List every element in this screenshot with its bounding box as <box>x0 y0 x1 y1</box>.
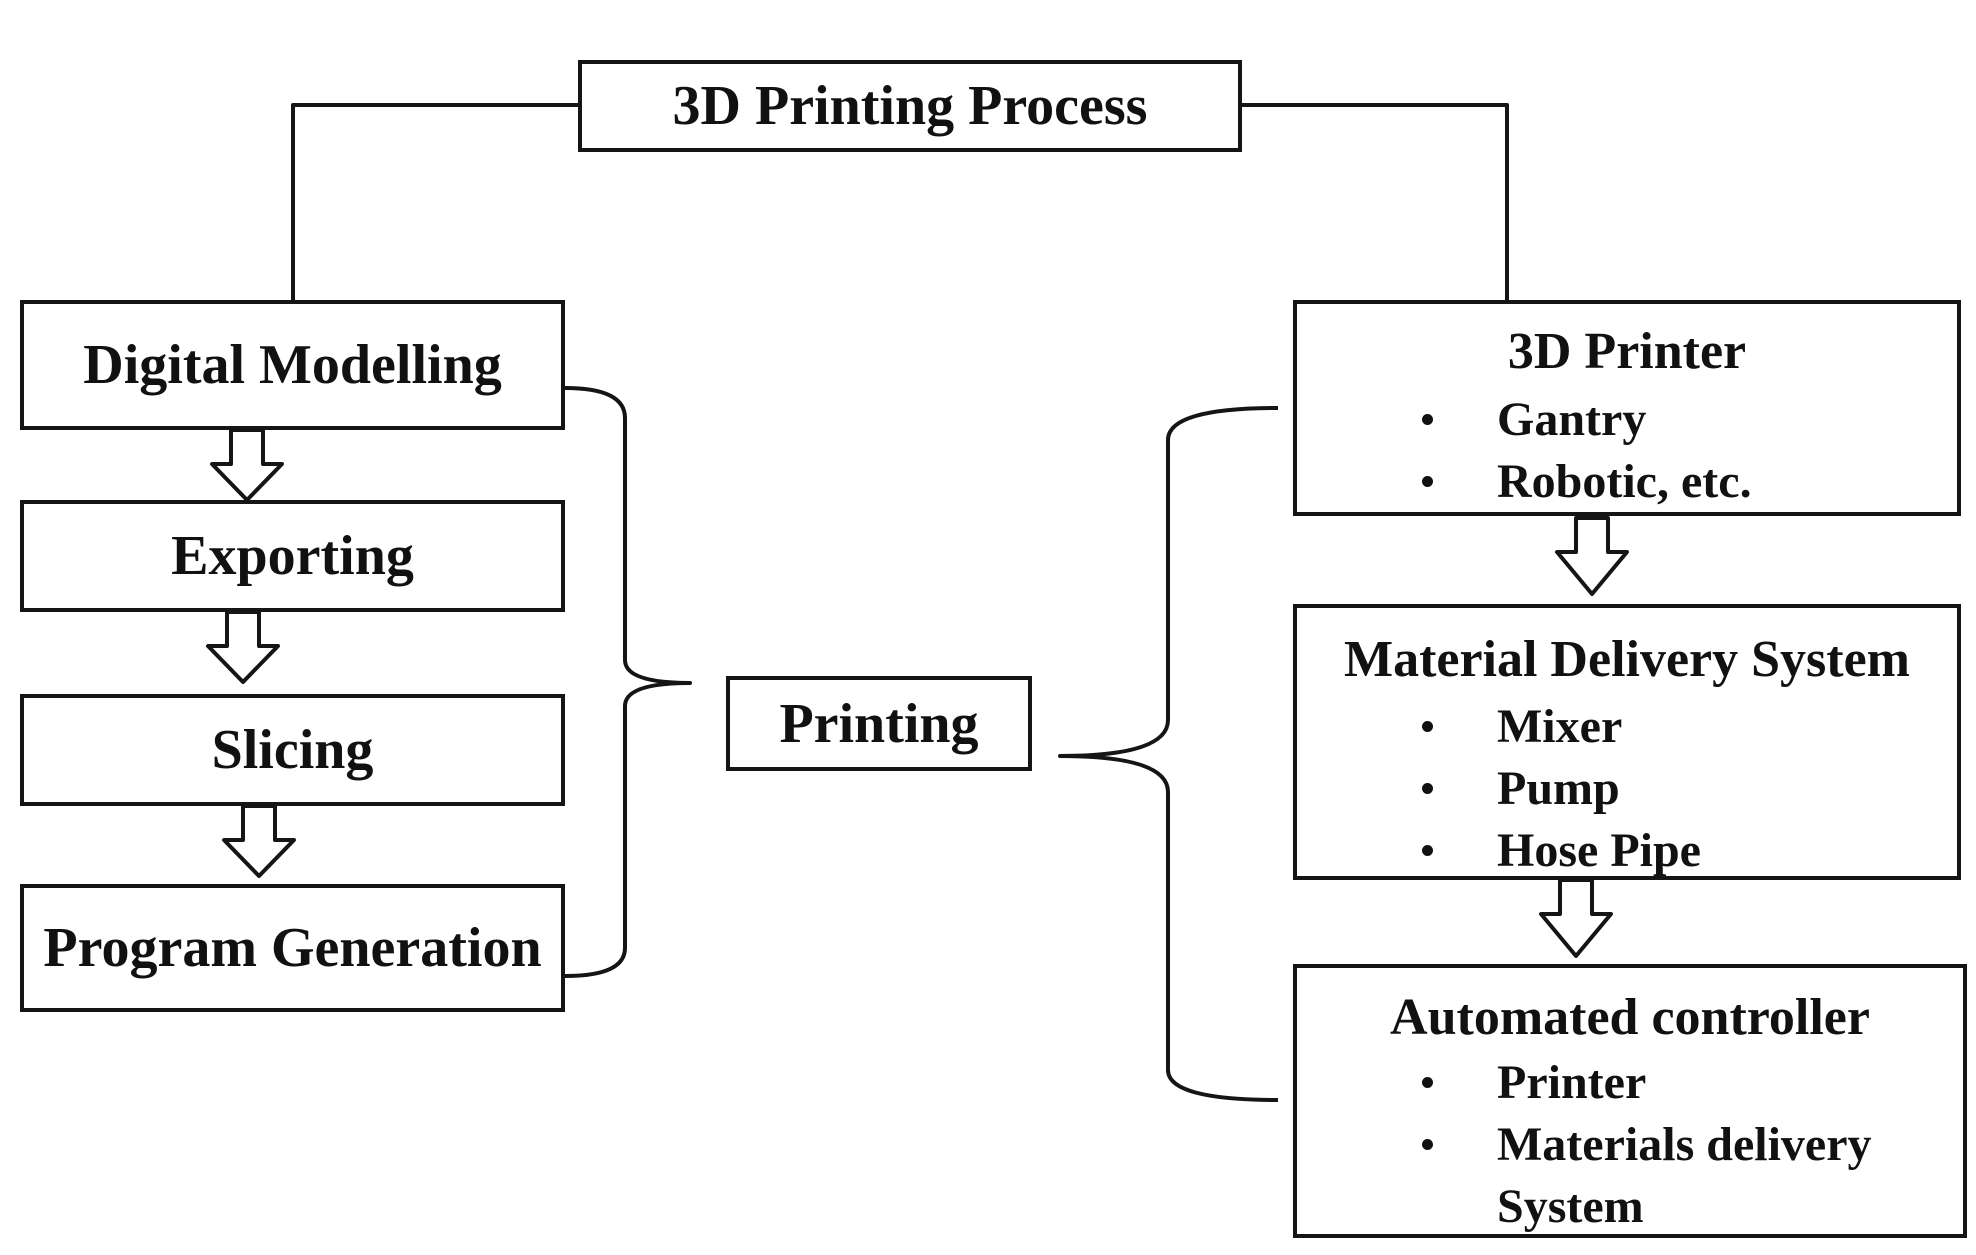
arrow-slicing-to-program <box>222 804 296 878</box>
bullet-dot <box>1422 414 1433 425</box>
component-items: Gantry Robotic, etc. <box>1297 389 1957 513</box>
component-title: Material Delivery System <box>1343 631 1910 688</box>
component-items: Mixer Pump Hose Pipe <box>1297 696 1957 882</box>
title-to-right-connector <box>1242 103 1509 300</box>
bullet-dot <box>1422 1077 1433 1088</box>
component-automated-controller: Automated controller Printer Materials d… <box>1293 964 1967 1238</box>
step-label: Slicing <box>211 719 374 781</box>
step-program-generation: Program Generation <box>20 884 565 1012</box>
arrow-exporting-to-slicing <box>206 610 280 684</box>
arrow-printer-to-delivery <box>1555 516 1629 596</box>
bullet-item: Robotic, etc. <box>1297 451 1957 513</box>
bullet-dot <box>1422 721 1433 732</box>
bullet-continuation: System <box>1497 1180 1644 1233</box>
component-items: Printer Materials delivery System <box>1297 1052 1963 1238</box>
bullet-item: Printer <box>1297 1052 1963 1114</box>
arrow-modelling-to-exporting <box>210 428 284 502</box>
step-label: Program Generation <box>43 917 542 979</box>
bullet-dot <box>1422 476 1433 487</box>
component-3d-printer: 3D Printer Gantry Robotic, etc. <box>1293 300 1961 516</box>
bullet-dot <box>1422 845 1433 856</box>
step-label: Exporting <box>171 525 414 587</box>
printing-label: Printing <box>779 692 979 755</box>
bullet-dot <box>1422 1139 1433 1150</box>
step-exporting: Exporting <box>20 500 565 612</box>
title-label: 3D Printing Process <box>672 75 1148 137</box>
left-brace <box>564 386 692 978</box>
bullet-item: Pump <box>1297 758 1957 820</box>
title-to-left-connector <box>291 103 578 300</box>
bullet-item: Gantry <box>1297 389 1957 451</box>
bullet-item: Mixer <box>1297 696 1957 758</box>
step-slicing: Slicing <box>20 694 565 806</box>
bullet-item: Materials delivery <box>1297 1114 1963 1176</box>
arrow-delivery-to-controller <box>1539 878 1613 958</box>
printing-box: Printing <box>726 676 1032 771</box>
step-label: Digital Modelling <box>83 334 502 396</box>
component-material-delivery: Material Delivery System Mixer Pump Hose… <box>1293 604 1961 880</box>
component-title: 3D Printer <box>1507 323 1747 380</box>
bullet-item: Hose Pipe <box>1297 820 1957 882</box>
step-digital-modelling: Digital Modelling <box>20 300 565 430</box>
right-brace <box>1058 406 1279 1102</box>
bullet-dot <box>1422 783 1433 794</box>
title-box: 3D Printing Process <box>578 60 1242 152</box>
component-title: Automated controller <box>1390 989 1870 1046</box>
